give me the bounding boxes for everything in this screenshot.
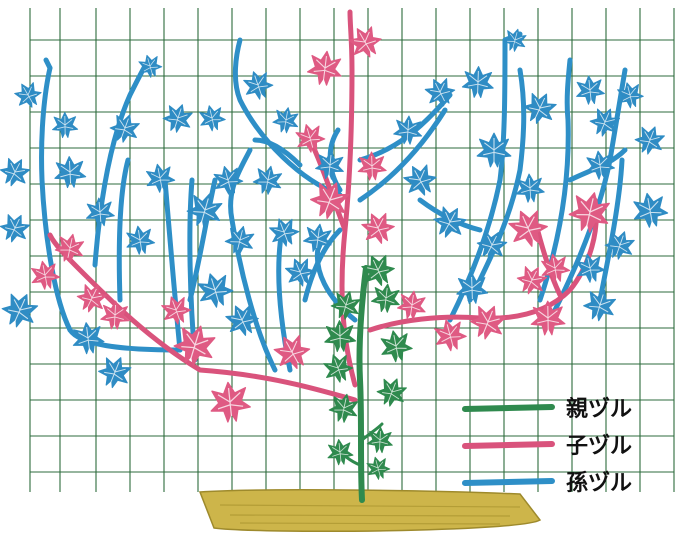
- leaf-child: [76, 284, 108, 313]
- legend-item-grandchild-vine: 孫ヅル: [462, 470, 632, 496]
- leaf-grandchild: [576, 75, 605, 105]
- legend-item-parent-vine: 親ヅル: [462, 397, 632, 422]
- leaf-grandchild: [302, 223, 332, 253]
- leaf-grandchild: [162, 104, 193, 133]
- leaf-child: [508, 210, 548, 247]
- leaf-grandchild: [199, 105, 226, 132]
- leaf-grandchild: [461, 66, 494, 99]
- leaf-grandchild: [0, 214, 31, 243]
- leaf-grandchild: [476, 132, 512, 168]
- leaf-parent: [324, 320, 357, 353]
- leaf-grandchild: [85, 197, 115, 227]
- leaf-child: [54, 233, 85, 263]
- leaf-grandchild: [224, 225, 255, 255]
- leaf-grandchild: [502, 28, 527, 52]
- leaf-grandchild: [72, 322, 105, 355]
- leaf-grandchild: [252, 165, 283, 195]
- leaf-grandchild: [138, 54, 163, 78]
- leaf-grandchild: [52, 111, 79, 139]
- leaf-child: [357, 151, 387, 181]
- leaf-grandchild: [586, 150, 616, 180]
- leaf-grandchild: [315, 150, 344, 180]
- leaf-child: [100, 300, 130, 330]
- leaf-grandchild: [14, 82, 42, 108]
- leaf-grandchild: [197, 273, 234, 308]
- leaf-grandchild: [634, 126, 665, 155]
- legend: 親ヅル 子ヅル 孫ヅル: [462, 397, 632, 496]
- leaf-child: [396, 290, 426, 320]
- leaf-grandchild: [269, 218, 300, 247]
- leaf-grandchild: [272, 107, 299, 134]
- leaf-parent: [330, 291, 361, 320]
- leaf-grandchild: [54, 156, 87, 189]
- leaf-grandchild: [126, 225, 156, 255]
- leaf-grandchild: [575, 253, 606, 283]
- leaf-parent: [366, 456, 391, 480]
- leaf-parent: [327, 439, 354, 466]
- leaf-grandchild: [186, 193, 223, 228]
- legend-label-child-vine: 子ヅル: [566, 434, 632, 459]
- leaf-grandchild: [604, 231, 635, 260]
- legend-label-grandchild-vine: 孫ヅル: [566, 470, 632, 496]
- leaf-grandchild: [109, 114, 140, 143]
- soil-texture: [219, 504, 521, 525]
- legend-line-parent-vine: [462, 404, 555, 412]
- leaf-grandchild: [583, 289, 617, 322]
- leaf-grandchild: [1, 293, 39, 328]
- leaf-parent: [361, 254, 395, 286]
- leaves: [0, 26, 669, 480]
- leaf-grandchild: [424, 78, 456, 107]
- leaf-grandchild: [456, 272, 489, 305]
- leaf-grandchild: [633, 192, 669, 228]
- leaf-child: [310, 182, 350, 220]
- leaf-grandchild: [433, 206, 467, 238]
- legend-label-parent-vine: 親ヅル: [566, 397, 632, 422]
- leaf-child: [348, 26, 382, 58]
- leaf-grandchild: [213, 165, 244, 195]
- leaf-grandchild: [476, 231, 508, 260]
- leaf-child: [530, 300, 566, 336]
- leaf-grandchild: [523, 92, 557, 124]
- leaf-grandchild: [515, 173, 545, 203]
- leaf-grandchild: [617, 82, 644, 109]
- leaf-grandchild: [146, 163, 176, 193]
- leaf-parent: [323, 354, 354, 383]
- leaf-child: [469, 305, 506, 340]
- leaf-grandchild: [403, 164, 437, 196]
- soil-ground: [198, 489, 542, 533]
- leaf-grandchild: [0, 157, 31, 187]
- leaf-parent: [376, 378, 407, 407]
- leaf-parent: [328, 393, 359, 423]
- leaf-child: [210, 381, 251, 423]
- leaf-grandchild: [98, 357, 132, 389]
- leaf-parent: [366, 426, 393, 454]
- leaf-child: [568, 192, 610, 233]
- legend-line-grandchild-vine: [462, 478, 555, 486]
- leaf-grandchild: [284, 258, 316, 287]
- leaf-parent: [380, 330, 413, 363]
- leaf-child: [273, 334, 311, 370]
- leaf-child: [306, 50, 342, 86]
- leaf-parent: [370, 283, 400, 313]
- leaf-grandchild: [393, 115, 423, 145]
- leaf-grandchild: [589, 108, 621, 137]
- leaf-child: [361, 212, 395, 244]
- leaf-child: [434, 319, 467, 352]
- leaf-child: [295, 124, 326, 153]
- leaf-child: [31, 260, 61, 290]
- leaf-child: [173, 325, 216, 366]
- legend-line-child-vine: [462, 441, 555, 449]
- leaf-child: [541, 253, 571, 283]
- leaf-child: [516, 266, 548, 295]
- legend-item-child-vine: 子ヅル: [462, 434, 632, 459]
- leaf-child: [161, 296, 192, 325]
- leaf-grandchild: [243, 71, 274, 100]
- leaf-grandchild: [225, 304, 259, 336]
